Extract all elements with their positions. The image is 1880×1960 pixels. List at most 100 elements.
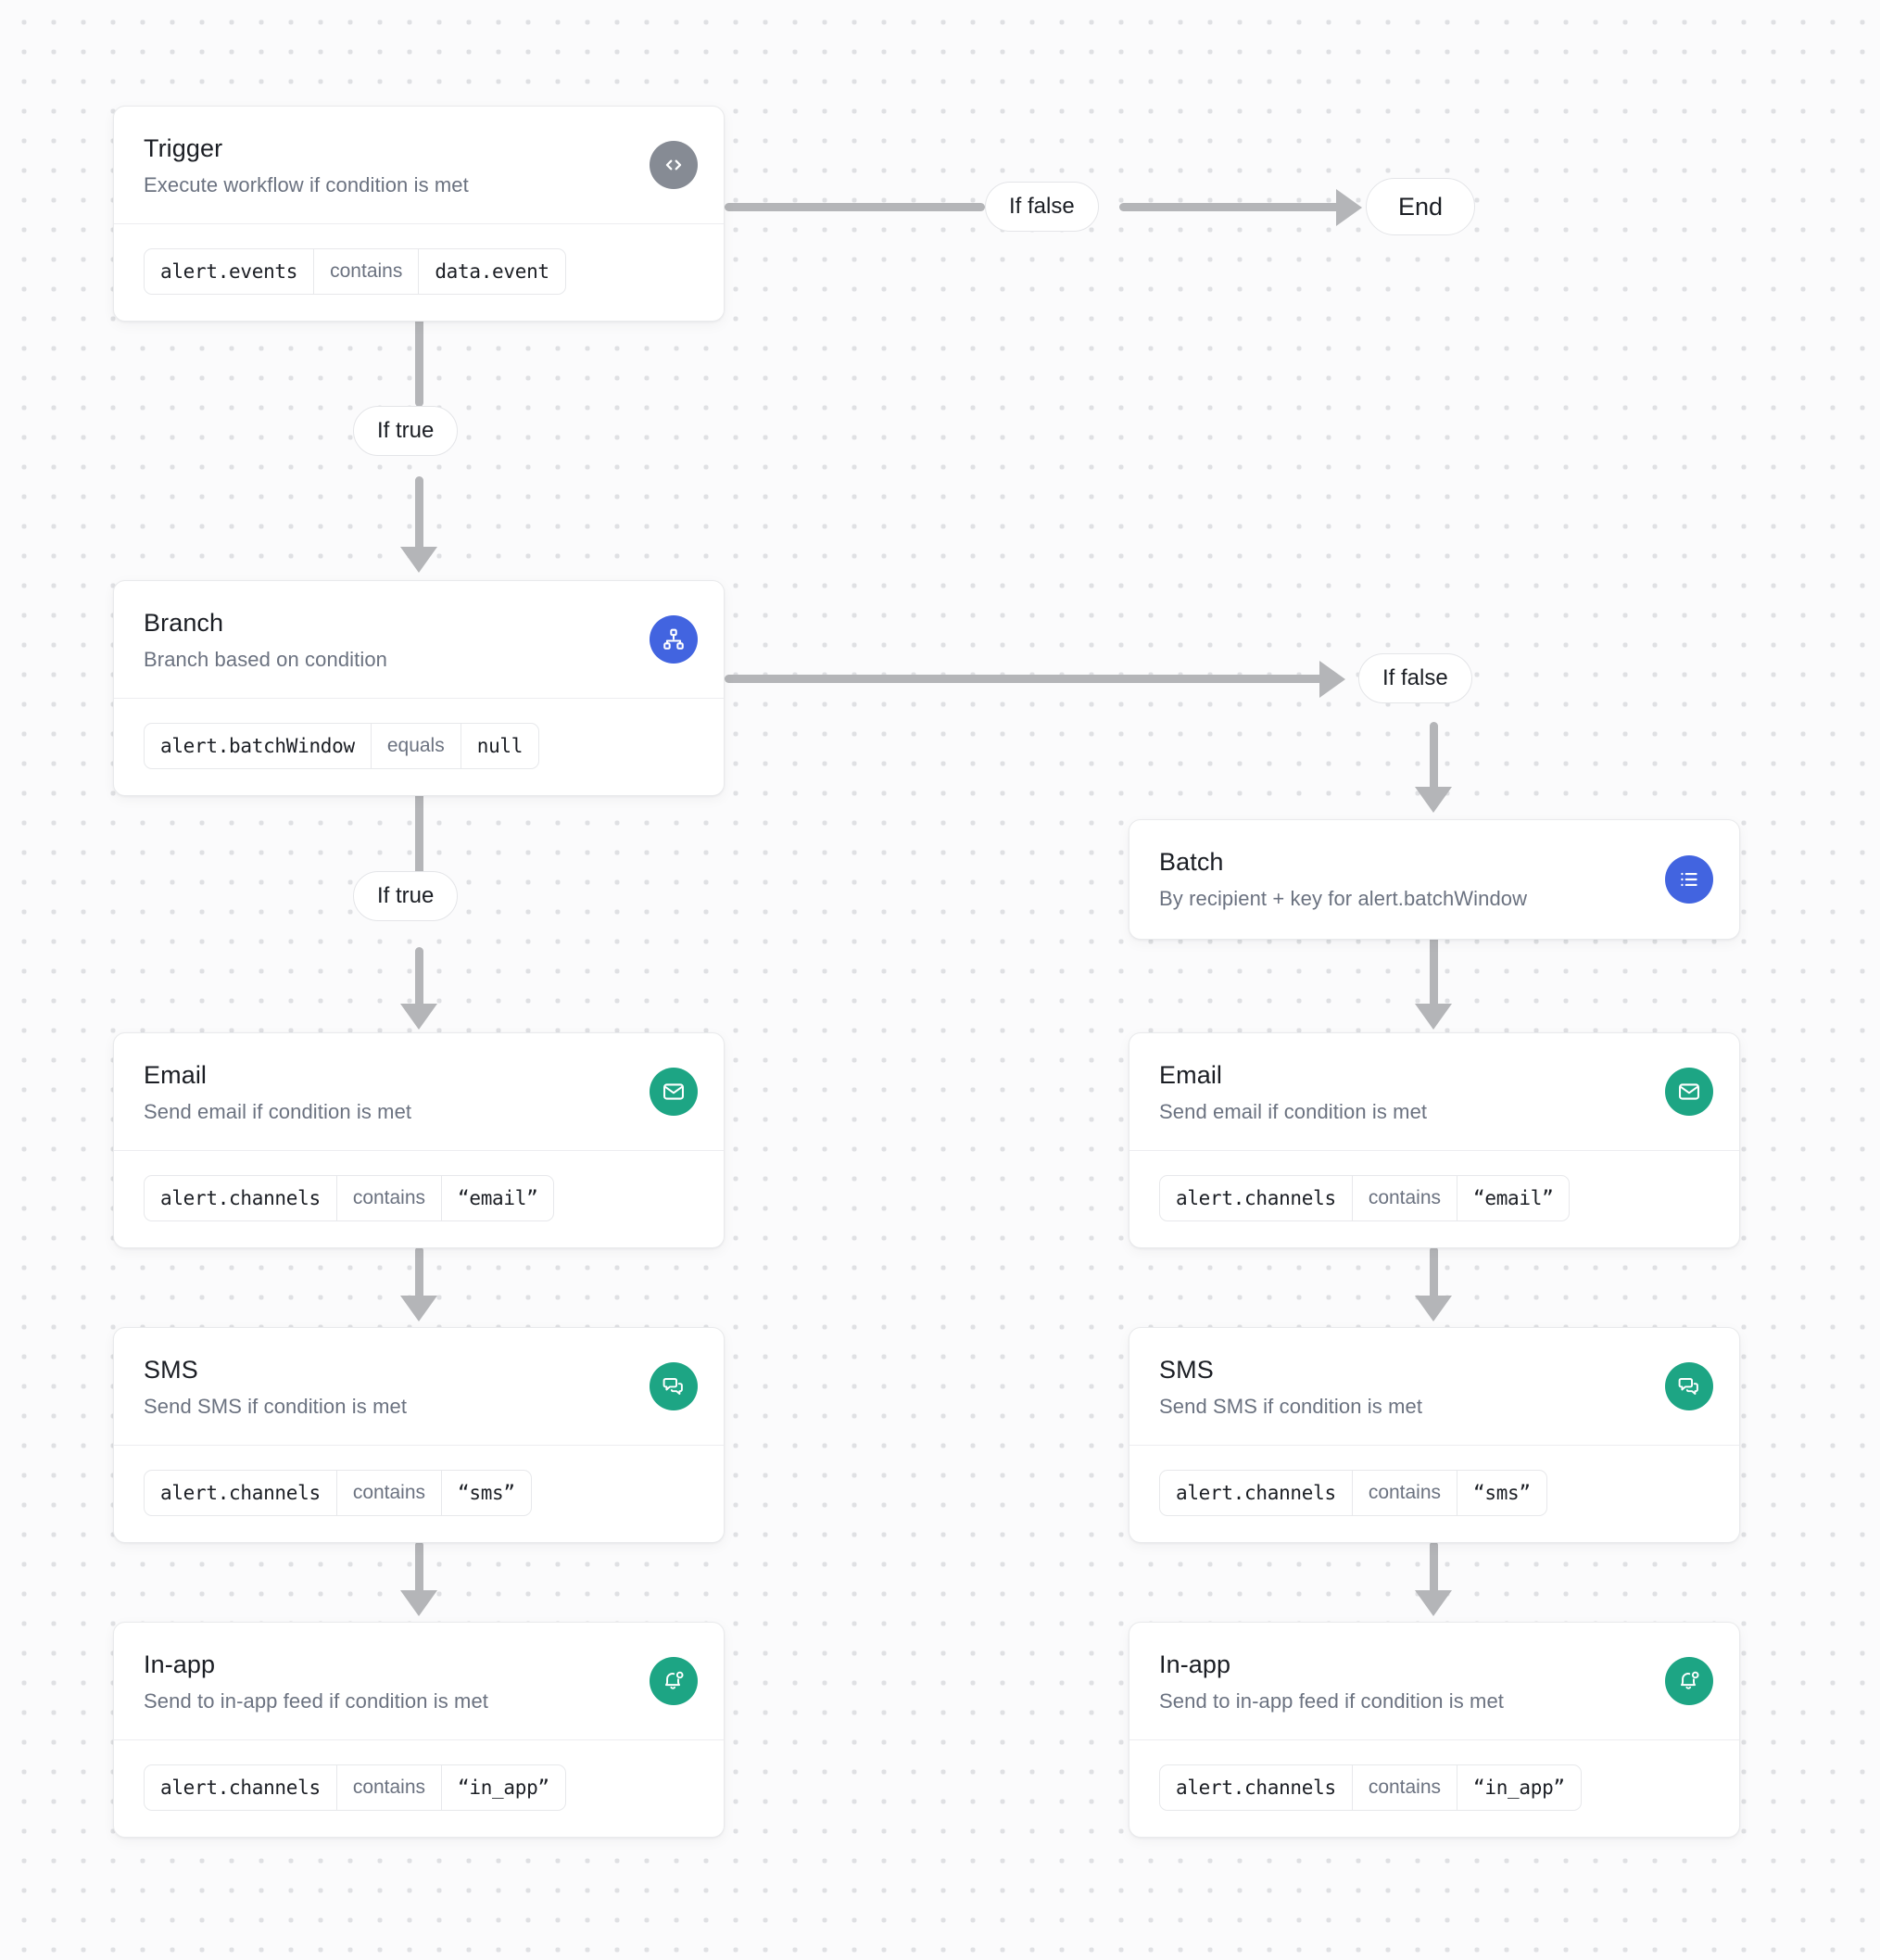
node-inapp-right-title: In-app <box>1159 1650 1231 1678</box>
node-trigger-condition: alert.events contains data.event <box>114 224 724 321</box>
node-divider <box>114 223 724 225</box>
node-email-left-title: Email <box>144 1061 208 1089</box>
arrowhead-to-iffalse-right <box>1319 661 1345 698</box>
node-inapp-right[interactable]: In-app Send to in-app feed if condition … <box>1129 1622 1740 1839</box>
arrowhead-to-inapp-right <box>1415 1590 1452 1616</box>
condition-chip[interactable]: alert.channels contains “in_app” <box>1159 1764 1582 1812</box>
list-icon <box>1665 855 1713 904</box>
node-branch[interactable]: Branch Branch based on condition alert.b… <box>113 580 725 797</box>
node-inapp-left-subtitle: Send to in-app feed if condition is met <box>144 1689 489 1713</box>
arrowhead-to-batch <box>1415 787 1452 813</box>
condition-chip[interactable]: alert.channels contains “email” <box>1159 1175 1571 1222</box>
condition-chip[interactable]: alert.channels contains “sms” <box>144 1470 532 1517</box>
edge-iftrue-to-branch <box>415 476 423 553</box>
node-sms-right-header: SMS Send SMS if condition is met <box>1129 1328 1739 1445</box>
node-email-right-subtitle: Send email if condition is met <box>1159 1100 1428 1124</box>
code-icon <box>650 141 698 190</box>
condition-value: data.event <box>435 260 549 284</box>
node-sms-left[interactable]: SMS Send SMS if condition is met alert.c… <box>113 1327 725 1544</box>
node-batch-title: Batch <box>1159 848 1224 876</box>
condition-field: alert.channels <box>160 1482 321 1505</box>
node-branch-title: Branch <box>144 609 224 637</box>
envelope-icon <box>1665 1068 1713 1117</box>
edge-label-text: If false <box>1382 665 1448 690</box>
condition-field: alert.channels <box>1176 1777 1336 1800</box>
condition-operator: contains <box>1351 1471 1458 1516</box>
node-email-left-header: Email Send email if condition is met <box>114 1033 724 1150</box>
node-inapp-left-title: In-app <box>144 1650 216 1678</box>
node-divider <box>1129 1445 1739 1447</box>
node-trigger-subtitle: Execute workflow if condition is met <box>144 173 469 197</box>
condition-operator: contains <box>313 249 420 295</box>
end-node[interactable]: End <box>1366 178 1476 235</box>
node-divider <box>1129 1739 1739 1741</box>
edge-label-text: If true <box>377 418 435 443</box>
node-branch-condition: alert.batchWindow equals null <box>114 699 724 795</box>
end-node-label: End <box>1398 192 1444 221</box>
node-batch-header: Batch By recipient + key for alert.batch… <box>1129 820 1739 939</box>
condition-field: alert.channels <box>160 1187 321 1210</box>
edge-branch-to-iffalse <box>725 675 1327 683</box>
node-sms-left-title: SMS <box>144 1356 198 1384</box>
sitemap-icon <box>650 615 698 664</box>
node-inapp-right-condition: alert.channels contains “in_app” <box>1129 1740 1739 1837</box>
edge-label-text: If false <box>1009 194 1075 219</box>
node-trigger-title: Trigger <box>144 134 223 162</box>
chat-bubbles-icon <box>1665 1362 1713 1411</box>
node-email-right[interactable]: Email Send email if condition is met ale… <box>1129 1032 1740 1249</box>
node-trigger[interactable]: Trigger Execute workflow if condition is… <box>113 106 725 322</box>
bell-dot-icon <box>650 1657 698 1706</box>
node-sms-right-condition: alert.channels contains “sms” <box>1129 1446 1739 1542</box>
condition-field: alert.events <box>160 260 298 284</box>
condition-value: “in_app” <box>458 1777 549 1800</box>
node-email-left-subtitle: Send email if condition is met <box>144 1100 412 1124</box>
edge-batch-to-email <box>1430 929 1438 1007</box>
condition-value: “in_app” <box>1473 1777 1565 1800</box>
arrowhead-to-branch <box>400 547 437 573</box>
node-divider <box>114 1739 724 1741</box>
condition-field: alert.channels <box>1176 1187 1336 1210</box>
node-sms-right[interactable]: SMS Send SMS if condition is met alert.c… <box>1129 1327 1740 1544</box>
condition-field: alert.batchWindow <box>160 735 355 758</box>
node-email-right-title: Email <box>1159 1061 1223 1089</box>
edge-sms-to-inapp-left <box>415 1541 423 1595</box>
edge-iffalse-to-batch <box>1430 722 1438 792</box>
node-divider <box>114 1445 724 1447</box>
node-email-left[interactable]: Email Send email if condition is met ale… <box>113 1032 725 1249</box>
condition-chip[interactable]: alert.channels contains “in_app” <box>144 1764 566 1812</box>
condition-operator: contains <box>1351 1176 1458 1221</box>
edge-branch-to-iftrue <box>415 778 423 880</box>
condition-chip[interactable]: alert.channels contains “email” <box>144 1175 555 1222</box>
condition-operator: contains <box>335 1471 443 1516</box>
arrowhead-to-inapp-left <box>400 1590 437 1616</box>
edge-label-branch-if-false[interactable]: If false <box>1358 653 1472 703</box>
edge-label-trigger-if-false[interactable]: If false <box>985 182 1099 232</box>
condition-chip[interactable]: alert.channels contains “sms” <box>1159 1470 1547 1517</box>
edge-iftrue-to-email <box>415 947 423 1010</box>
edge-sms-to-inapp-right <box>1430 1541 1438 1595</box>
node-divider <box>114 698 724 700</box>
condition-value: “sms” <box>458 1482 515 1505</box>
edge-trigger-to-iffalse <box>725 203 985 211</box>
condition-operator: equals <box>370 724 461 769</box>
edge-label-trigger-if-true[interactable]: If true <box>353 406 459 456</box>
edge-label-branch-if-true[interactable]: If true <box>353 871 459 921</box>
node-sms-left-subtitle: Send SMS if condition is met <box>144 1395 408 1419</box>
node-sms-left-header: SMS Send SMS if condition is met <box>114 1328 724 1445</box>
node-inapp-left[interactable]: In-app Send to in-app feed if condition … <box>113 1622 725 1839</box>
condition-chip[interactable]: alert.batchWindow equals null <box>144 723 540 770</box>
condition-operator: contains <box>335 1765 443 1811</box>
edge-email-to-sms-left <box>415 1246 423 1300</box>
node-sms-left-condition: alert.channels contains “sms” <box>114 1446 724 1542</box>
condition-value: “email” <box>1473 1187 1554 1210</box>
node-batch[interactable]: Batch By recipient + key for alert.batch… <box>1129 819 1740 941</box>
node-sms-right-subtitle: Send SMS if condition is met <box>1159 1395 1423 1419</box>
arrowhead-to-email-left <box>400 1004 437 1030</box>
condition-field: alert.channels <box>160 1777 321 1800</box>
chat-bubbles-icon <box>650 1362 698 1411</box>
condition-chip[interactable]: alert.events contains data.event <box>144 248 566 296</box>
arrowhead-to-sms-left <box>400 1296 437 1321</box>
node-email-right-condition: alert.channels contains “email” <box>1129 1151 1739 1247</box>
bell-dot-icon <box>1665 1657 1713 1706</box>
